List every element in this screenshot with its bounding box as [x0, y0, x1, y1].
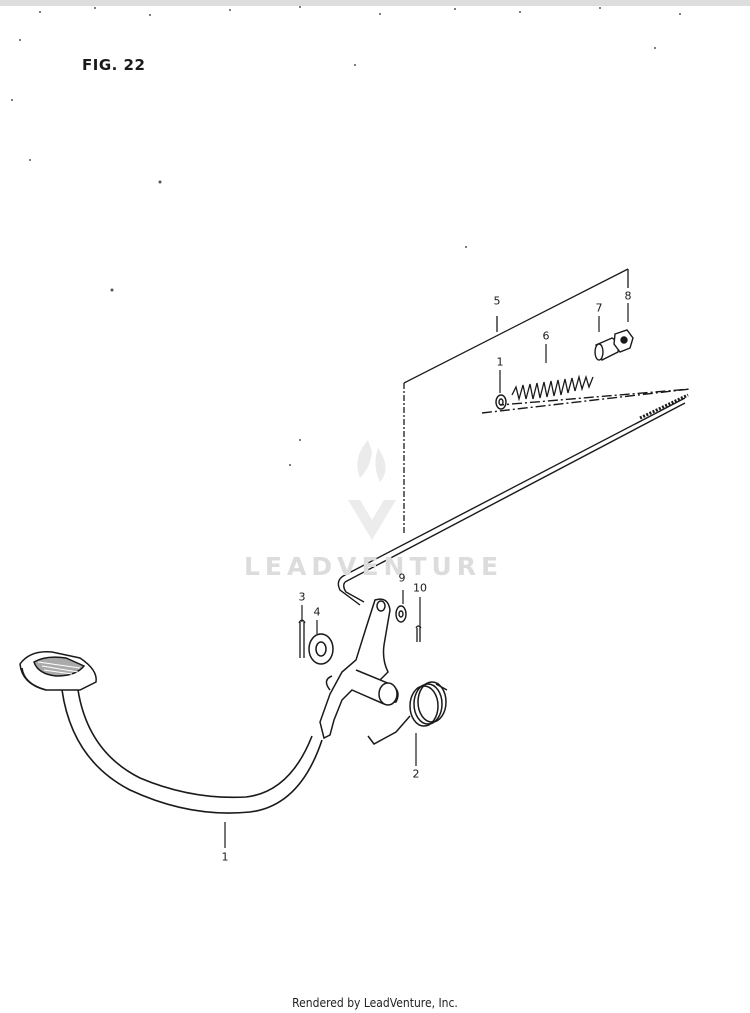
return-spring-part-2 — [367, 681, 448, 745]
callout-leaders — [224, 303, 629, 848]
callout-8: 8 — [624, 289, 632, 303]
nut-part-8 — [613, 329, 634, 353]
cotter-pin-part-3 — [298, 619, 306, 658]
figure-title: FIG. 22 — [82, 56, 146, 74]
callout-3: 3 — [298, 590, 306, 604]
washer-part-4 — [308, 633, 334, 665]
callout-10: 10 — [413, 581, 427, 595]
brake-rod — [337, 388, 691, 606]
pedal-pad — [19, 651, 97, 691]
callout-6: 6 — [542, 329, 550, 343]
brake-pedal — [61, 689, 323, 814]
spring-part-6 — [511, 374, 594, 402]
callout-bracket-5 — [403, 268, 629, 535]
scan-noise — [0, 0, 750, 466]
callout-9: 9 — [398, 571, 406, 585]
callout-5: 5 — [493, 294, 501, 308]
callout-1-lower: 1 — [221, 850, 229, 864]
washer-part-1-upper — [495, 394, 507, 410]
brake-arm — [319, 598, 399, 740]
watermark-logo — [348, 440, 396, 540]
washer-part-9 — [395, 605, 407, 623]
watermark-text: LEADVENTURE — [244, 552, 504, 581]
callout-7: 7 — [595, 301, 603, 315]
callout-1-upper: 1 — [496, 355, 504, 369]
callout-2: 2 — [412, 767, 420, 781]
cotter-pin-part-10 — [415, 625, 422, 642]
callout-4: 4 — [313, 605, 321, 619]
footer-credit: Rendered by LeadVenture, Inc. — [292, 996, 458, 1010]
